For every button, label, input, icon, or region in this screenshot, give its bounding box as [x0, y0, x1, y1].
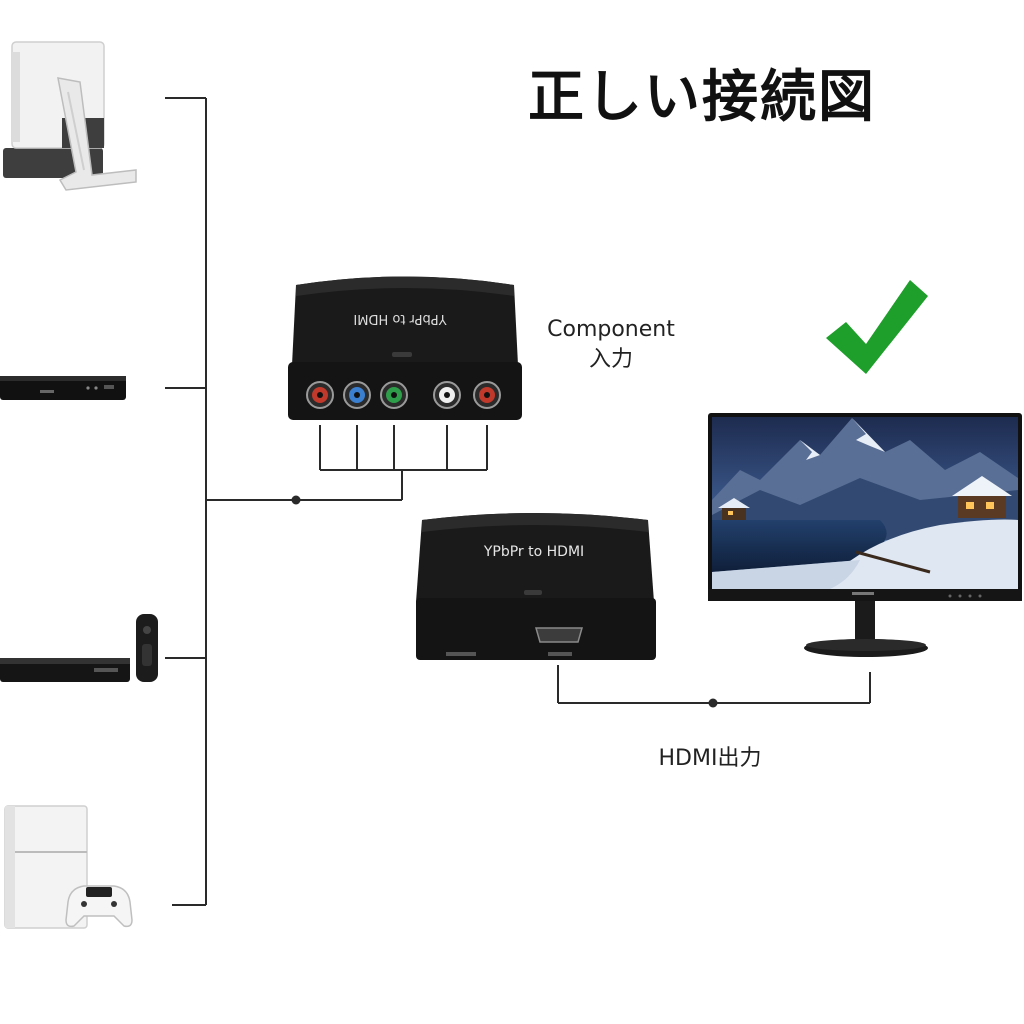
converter-front-text: YPbPr to HDMI — [483, 544, 584, 560]
check-mark-icon — [826, 280, 928, 374]
component-input-line1: Component — [547, 317, 675, 342]
rca-jack-pin-4 — [444, 392, 450, 398]
wii-console-icon — [3, 41, 137, 191]
rca-jack-pin-1 — [317, 392, 323, 398]
connection-lines — [165, 97, 871, 906]
hdmi-port-icon — [535, 627, 583, 643]
component-input-label: Component 入力 — [526, 315, 696, 375]
converter-front-device — [416, 513, 656, 660]
dvd-player-icon — [0, 376, 126, 400]
monitor-icon — [708, 413, 1022, 657]
dvd-player-remote-icon — [0, 614, 158, 682]
rca-jack-pin-5 — [484, 392, 490, 398]
junction-dot — [291, 495, 301, 505]
rca-jacks — [306, 381, 501, 409]
converter-back-text: YPbPr to HDMI — [353, 311, 447, 326]
ps4-console-icon — [4, 805, 133, 929]
component-input-line2: 入力 — [588, 347, 633, 372]
junction-dot — [708, 698, 718, 708]
page-title: 正しい接続図 — [528, 65, 876, 130]
hdmi-output-label: HDMI出力 — [658, 746, 762, 771]
rca-jack-pin-3 — [391, 392, 397, 398]
rca-jack-pin-2 — [354, 392, 360, 398]
